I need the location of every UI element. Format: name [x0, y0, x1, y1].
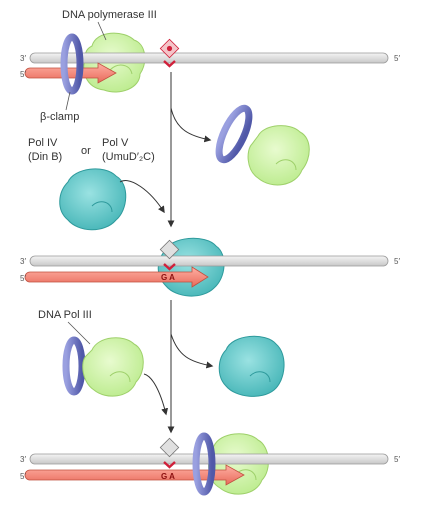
- template-strand-stage1: [29, 52, 389, 64]
- dna-lesion-stage3: [159, 437, 180, 469]
- dna-polymerase-iii-label: DNA polymerase III: [62, 9, 157, 21]
- primer-5prime-label-stage1: 5′: [20, 70, 26, 79]
- returning-beta-clamp: [62, 336, 86, 396]
- dna-pol-iii-leader: [67, 321, 91, 345]
- din-b-label: (Din B): [28, 151, 62, 163]
- primer-strand-stage1: [24, 62, 117, 84]
- stage-2: G A 3′ 5′ 5′: [20, 237, 400, 297]
- template-5prime-label-stage3: 5′: [394, 455, 400, 464]
- dna-polymerase-iii-leader: [97, 21, 107, 41]
- template-5prime-label-stage1: 5′: [394, 54, 400, 63]
- inserted-bases-stage3: G A: [161, 472, 175, 481]
- stage-1: 3′ 5′ 5′ DNA polymerase III β-clamp: [20, 9, 400, 123]
- umud-label: (UmuD′₂C): [102, 151, 155, 163]
- inserted-bases-stage2: G A: [161, 273, 175, 282]
- beta-clamp-stage1: [60, 33, 84, 95]
- released-dna-polymerase-iii: [247, 125, 310, 186]
- primer-5prime-label-stage3: 5′: [20, 472, 26, 481]
- template-3prime-label-stage3: 3′: [20, 455, 26, 464]
- template-strand-stage2: [29, 255, 389, 267]
- returning-dna-polymerase-iii: [82, 337, 144, 397]
- template-5prime-label-stage2: 5′: [394, 257, 400, 266]
- pol-v-label: Pol V: [102, 137, 129, 149]
- dissociation-arrow-2: [170, 333, 214, 369]
- dna-lesion-stage2: [159, 239, 180, 271]
- dna-lesion-stage1: [159, 38, 180, 68]
- released-tls-polymerase: [218, 335, 285, 397]
- beta-clamp-leader: [65, 91, 71, 111]
- rebinding-arrow: [143, 373, 169, 416]
- primer-strand-stage3: [24, 464, 245, 486]
- or-label: or: [81, 145, 91, 157]
- pol-iv-label: Pol IV: [28, 137, 58, 149]
- binding-arrow: [119, 180, 165, 214]
- tls-polymerase-free: [59, 168, 127, 231]
- template-3prime-label-stage2: 3′: [20, 257, 26, 266]
- dna-pol-iii-label: DNA Pol III: [38, 309, 92, 321]
- beta-clamp-stage3: [192, 432, 216, 496]
- primer-5prime-label-stage2: 5′: [20, 274, 26, 283]
- released-beta-clamp: [215, 104, 253, 164]
- primer-strand-stage2: [24, 266, 209, 288]
- beta-clamp-label: β-clamp: [40, 111, 79, 123]
- template-3prime-label-stage1: 3′: [20, 54, 26, 63]
- dissociation-arrow-1: [170, 107, 212, 143]
- stage-3: G A 3′ 5′ 5′: [20, 432, 400, 496]
